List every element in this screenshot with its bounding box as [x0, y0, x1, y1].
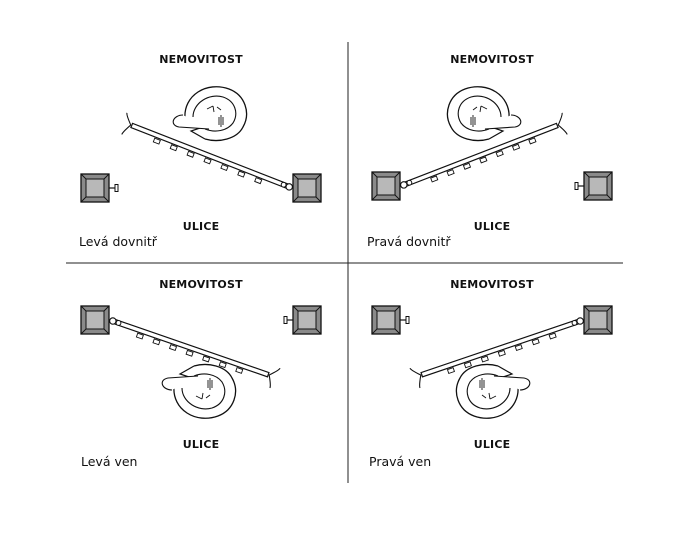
property-label-q1: NEMOVITOST — [159, 53, 243, 66]
gate-post-left-q2 — [371, 171, 401, 201]
street-label-q4: ULICE — [473, 438, 511, 451]
swing-arrow-q3 — [161, 363, 237, 419]
gate-leaf-q4 — [409, 317, 584, 389]
case-caption-q4: Pravá ven — [369, 454, 432, 469]
gate-post-right-q1 — [292, 173, 322, 203]
latch-icon — [574, 182, 584, 190]
hinge-icon — [109, 317, 117, 325]
swing-arrow-q2 — [446, 86, 522, 142]
property-label-q2: NEMOVITOST — [450, 53, 534, 66]
swing-arrow-q1 — [172, 86, 248, 142]
hinge-icon — [400, 181, 408, 189]
hinge-icon — [285, 183, 293, 191]
gate-post-left-q4 — [371, 305, 401, 335]
gate-leaf-q3 — [109, 317, 281, 389]
swing-arrow-q4 — [455, 363, 531, 419]
street-label-q2: ULICE — [473, 220, 511, 233]
latch-icon — [400, 316, 410, 324]
hinge-icon — [576, 317, 584, 325]
gate-leaf-q2 — [400, 112, 568, 189]
case-caption-q3: Levá ven — [81, 454, 138, 469]
gate-leaf-q1 — [121, 112, 293, 191]
property-label-q3: NEMOVITOST — [159, 278, 243, 291]
latch-icon — [109, 184, 119, 192]
gate-post-right-q2 — [583, 171, 613, 201]
gate-post-left-q3 — [80, 305, 110, 335]
gate-post-right-q3 — [292, 305, 322, 335]
case-caption-q2: Pravá dovnitř — [367, 234, 451, 249]
gate-post-left-q1 — [80, 173, 110, 203]
street-label-q3: ULICE — [182, 438, 220, 451]
case-caption-q1: Levá dovnitř — [79, 234, 157, 249]
property-label-q4: NEMOVITOST — [450, 278, 534, 291]
gate-post-right-q4 — [583, 305, 613, 335]
latch-icon — [283, 316, 293, 324]
street-label-q1: ULICE — [182, 220, 220, 233]
